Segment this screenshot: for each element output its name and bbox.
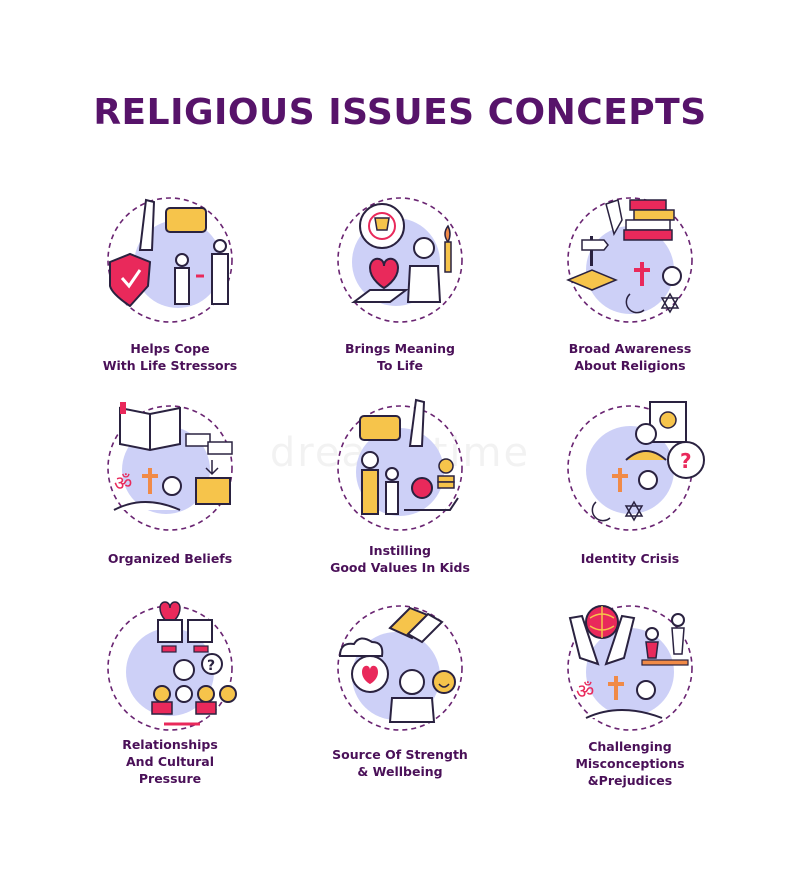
page-title: RELIGIOUS ISSUES CONCEPTS: [93, 92, 707, 133]
svg-text:ॐ: ॐ: [114, 471, 132, 495]
hand-fist-shield-people-icon: [100, 190, 240, 330]
book-flowchart-symbols-icon: ॐ: [100, 398, 240, 538]
handcuffs-heart-group-icon: ?: [100, 598, 240, 738]
svg-text:?: ?: [207, 658, 215, 674]
globe-hands-balance-icon: ॐ: [560, 598, 700, 738]
concept-label: Brings Meaning To Life: [345, 341, 455, 373]
svg-text:ॐ: ॐ: [576, 679, 594, 703]
target-trophy-heart-torch-icon: [330, 190, 470, 330]
portrait-question-head-symbols-icon: ?: [560, 398, 705, 538]
concept-label: Instilling Good Values In Kids: [330, 543, 470, 575]
concept-label: Organized Beliefs: [107, 551, 233, 566]
handshake-heart-smile-icon: [330, 598, 470, 738]
concept-label: Relationships And Cultural Pressure: [122, 737, 218, 786]
svg-text:?: ?: [680, 449, 692, 473]
concept-label: Source Of Strength & Wellbeing: [332, 747, 468, 779]
concept-label: Challenging Misconceptions &Prejudices: [575, 739, 685, 788]
parent-child-apple-coins-icon: [330, 398, 470, 538]
concept-label: Identity Crisis: [580, 551, 680, 566]
concept-label: Broad Awareness About Religions: [568, 341, 692, 373]
concept-label: Helps Cope With Life Stressors: [102, 341, 238, 373]
books-signpost-religious-symbols-icon: [560, 190, 700, 330]
